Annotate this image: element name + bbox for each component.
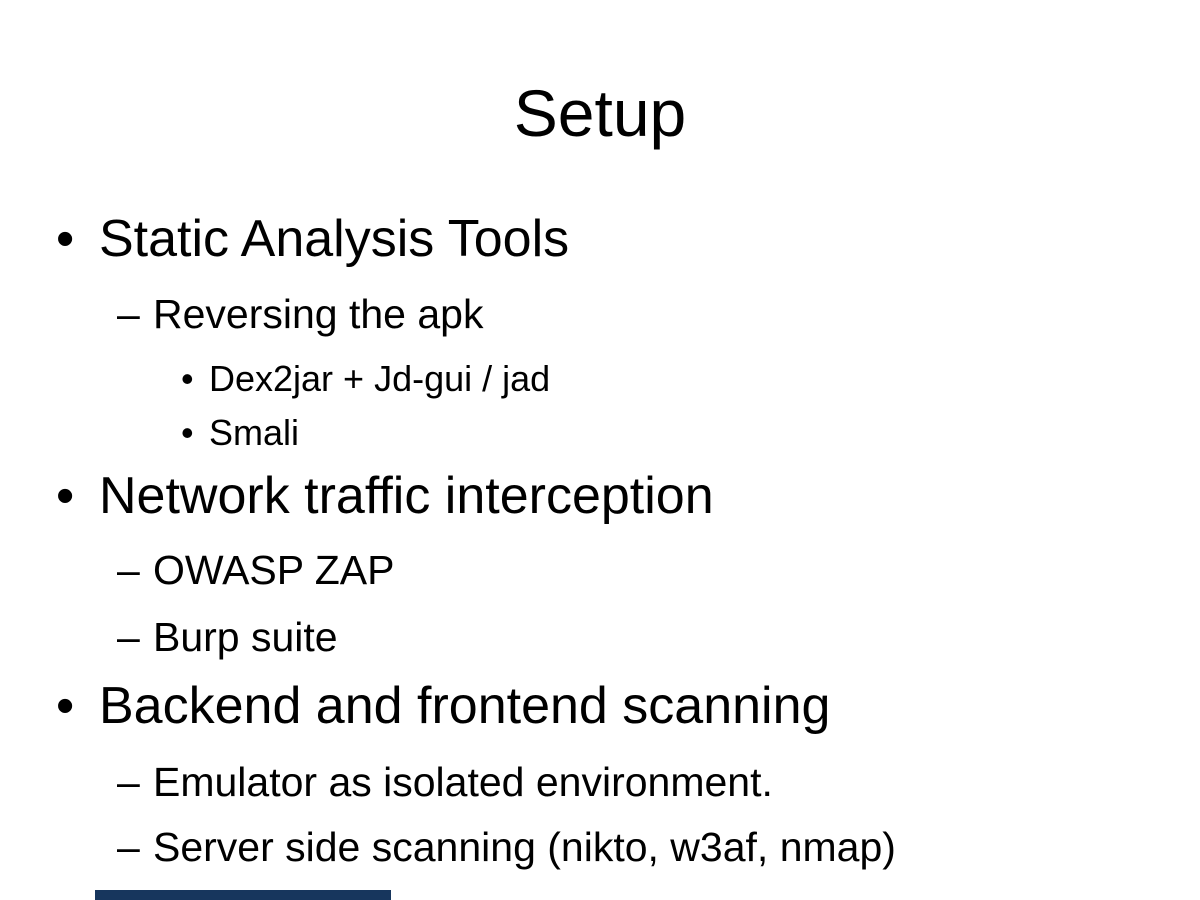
bullet-text: Reversing the apk (153, 291, 484, 337)
bullet-text: Server side scanning (nikto, w3af, nmap) (153, 824, 896, 870)
bullet-text: Burp suite (153, 614, 338, 660)
dash-bullet-icon: – (117, 291, 140, 337)
bullet-text: Smali (209, 412, 300, 453)
dot-bullet-icon: • (181, 412, 194, 453)
dot-bullet-icon: • (181, 358, 194, 399)
dot-bullet-icon: • (56, 677, 75, 735)
bottom-accent-bar (95, 890, 391, 900)
bullet-text: Emulator as isolated environment. (153, 759, 773, 805)
dash-bullet-icon: – (117, 759, 140, 805)
bullet-text: OWASP ZAP (153, 547, 395, 593)
bullet-text: Network traffic interception (99, 467, 714, 525)
page-title: Setup (513, 76, 687, 150)
bullet-text: Dex2jar + Jd-gui / jad (209, 358, 551, 399)
bullet-text: Backend and frontend scanning (99, 677, 831, 735)
dash-bullet-icon: – (117, 614, 140, 660)
dot-bullet-icon: • (56, 210, 75, 268)
bullet-text: Static Analysis Tools (99, 210, 570, 268)
dash-bullet-icon: – (117, 824, 140, 870)
dot-bullet-icon: • (56, 467, 75, 525)
dash-bullet-icon: – (117, 547, 140, 593)
